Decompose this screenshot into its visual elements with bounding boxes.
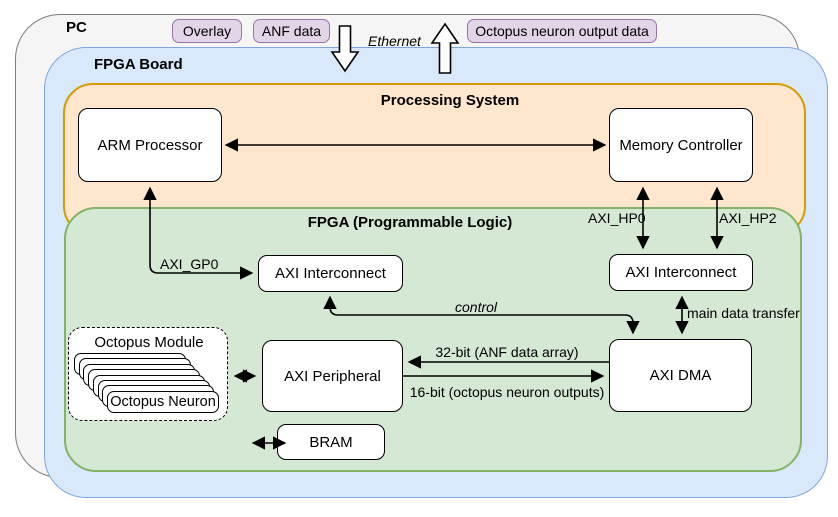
arm-processor-node: ARM Processor: [78, 108, 222, 182]
fpga-pl-title: FPGA (Programmable Logic): [307, 214, 513, 231]
axi-hp2-label: AXI_HP2: [719, 210, 777, 226]
bram-node: BRAM: [277, 424, 385, 460]
memory-controller-node: Memory Controller: [609, 108, 753, 182]
octopus-module-node: Octopus Module Octopus Neuron: [68, 327, 228, 421]
fpga-board-title: FPGA Board: [94, 56, 183, 73]
axi-peripheral-node: AXI Peripheral: [262, 340, 403, 412]
pc-title: PC: [66, 19, 87, 36]
anf-data-chip: ANF data: [253, 19, 330, 43]
bus16-label: 16-bit (octopus neuron outputs): [409, 384, 605, 400]
main-data-transfer-label: main data transfer: [687, 305, 800, 321]
octopus-output-chip: Octopus neuron output data: [467, 19, 657, 43]
axi-interconnect-right-node: AXI Interconnect: [609, 254, 753, 291]
control-label: control: [455, 299, 498, 315]
ethernet-label: Ethernet: [368, 33, 421, 49]
axi-hp0-label: AXI_HP0: [588, 210, 646, 226]
overlay-chip: Overlay: [172, 19, 242, 43]
axi-dma-node: AXI DMA: [609, 339, 752, 412]
bus32-label: 32-bit (ANF data array): [435, 344, 579, 360]
axi-interconnect-left-node: AXI Interconnect: [258, 255, 403, 292]
octopus-module-label: Octopus Module: [94, 334, 204, 351]
axi-gp0-label: AXI_GP0: [160, 256, 219, 272]
processing-system-title: Processing System: [380, 92, 520, 109]
octopus-neuron-card: Octopus Neuron: [107, 391, 219, 413]
